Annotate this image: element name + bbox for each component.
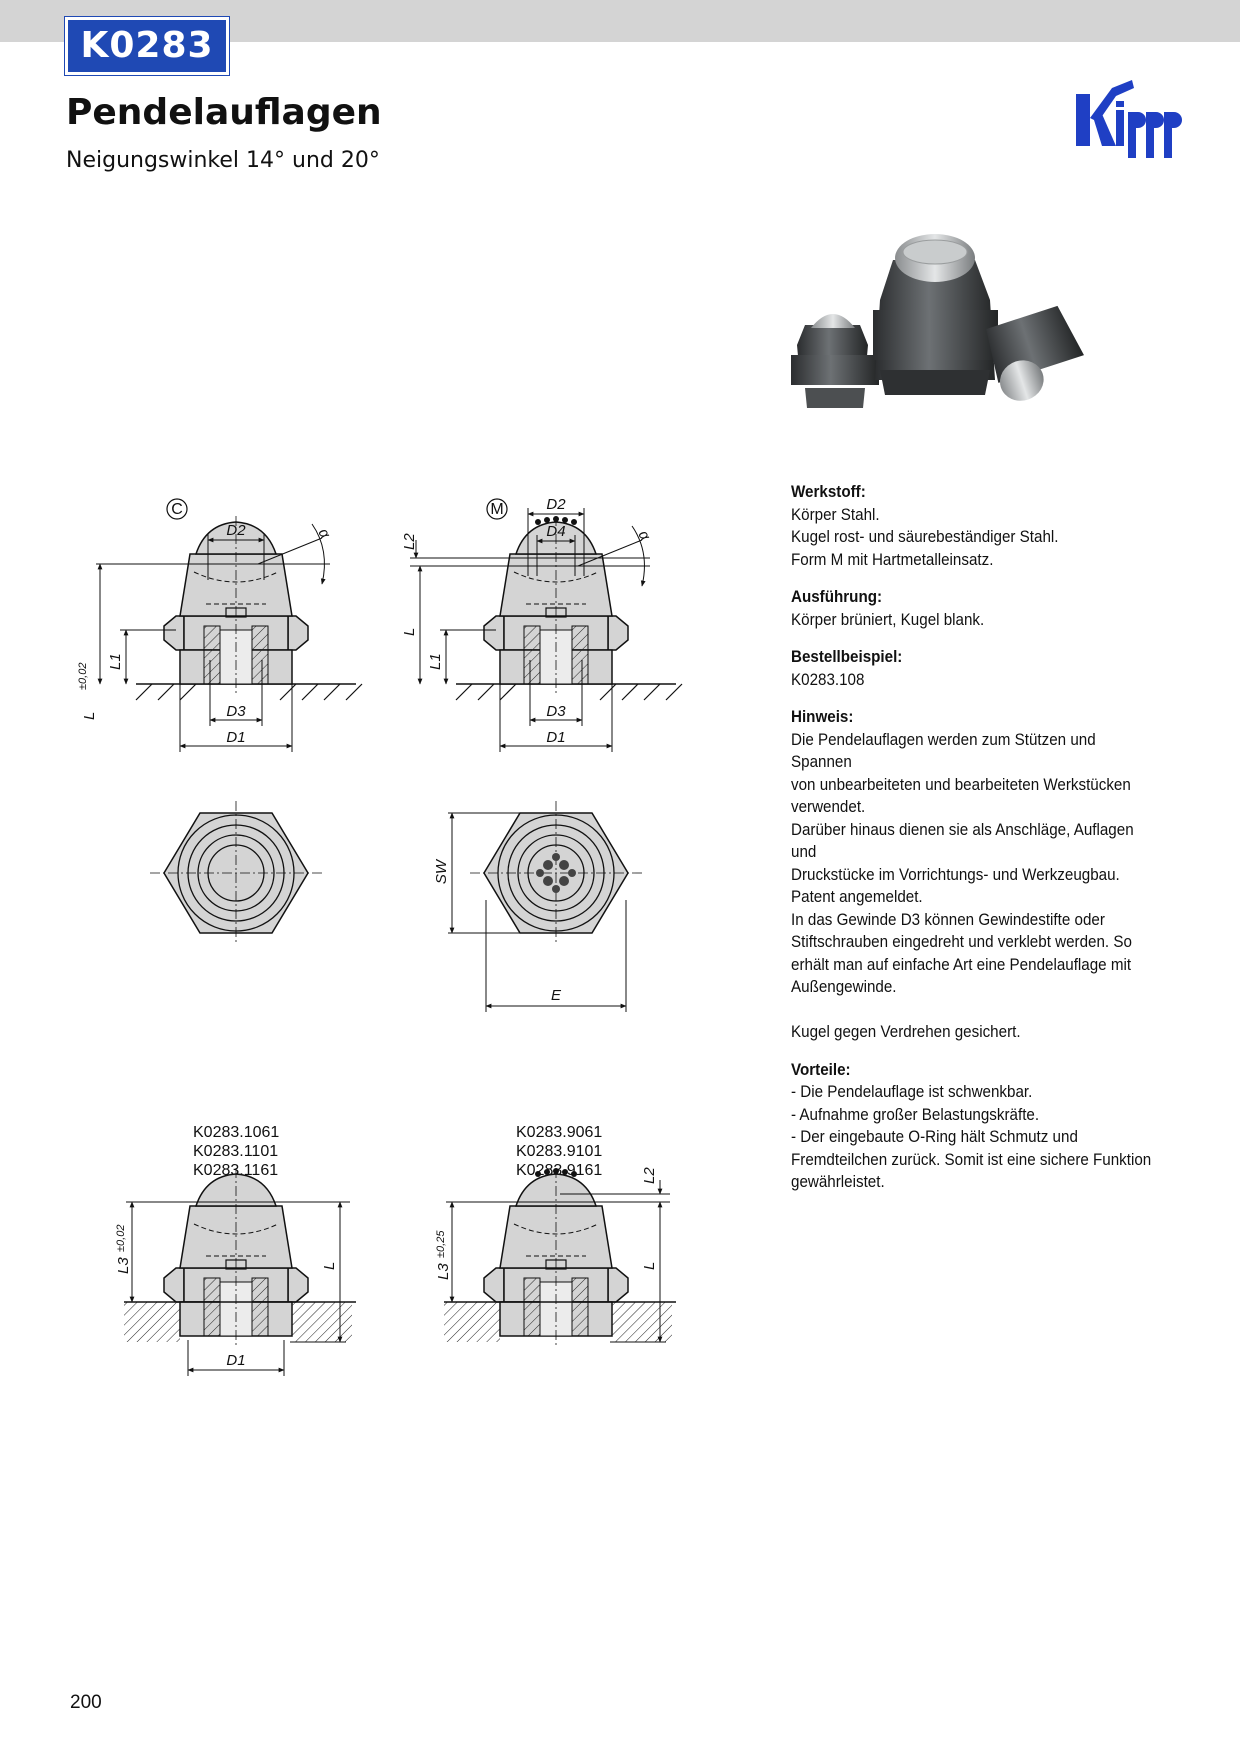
hinweis-line: Patent angemeldet. bbox=[791, 888, 923, 906]
dim-l1-c: L1 bbox=[107, 653, 124, 670]
werkstoff-line: Kugel rost- und säurebeständiger Stahl. bbox=[791, 528, 1059, 546]
top-view-c bbox=[149, 800, 323, 946]
form-c-symbol bbox=[166, 498, 188, 520]
page-subtitle: Neigungswinkel 14° und 20° bbox=[66, 148, 380, 173]
vorteile-line: gewährleistet. bbox=[791, 1173, 885, 1191]
top-view-m bbox=[469, 800, 643, 946]
section-vorteile: Vorteile: - Die Pendelauflage ist schwen… bbox=[791, 1059, 1159, 1194]
dim-l3-c: L3 bbox=[115, 1257, 132, 1274]
vorteile-line: - Die Pendelauflage ist schwenkbar. bbox=[791, 1083, 1033, 1101]
section-werkstoff: Werkstoff: Körper Stahl. Kugel rost- und… bbox=[791, 481, 1159, 571]
dim-l-tol-c: ±0,02 bbox=[77, 663, 89, 690]
dimensions-c bbox=[96, 523, 330, 752]
dim-d1-c: D1 bbox=[226, 729, 245, 746]
vorteile-line: Fremdteilchen zurück. Somit ist eine sic… bbox=[791, 1150, 1152, 1169]
bestellbeispiel-heading: Bestellbeispiel: bbox=[791, 648, 903, 666]
dim-d1-m: D1 bbox=[546, 729, 565, 746]
installed-view-c bbox=[124, 1167, 356, 1347]
dim-e: E bbox=[551, 987, 562, 1004]
dim-l-c: L bbox=[81, 712, 98, 720]
vorteile-heading: Vorteile: bbox=[791, 1060, 851, 1079]
dimensions-installed-c bbox=[126, 1201, 350, 1376]
hinweis-line: Darüber hinaus dienen sie als Anschläge,… bbox=[791, 820, 1134, 862]
dimensions-top-m bbox=[448, 812, 627, 1012]
form-m-symbol bbox=[486, 498, 508, 520]
hinweis-line: Stiftschrauben eingedreht und verklebt w… bbox=[791, 933, 1132, 951]
installed-view-m bbox=[444, 1167, 676, 1347]
dim-l2-installed-m: L2 bbox=[641, 1167, 658, 1184]
dimensions-m bbox=[410, 508, 650, 752]
variant-c-2: K0283.1101 bbox=[193, 1143, 278, 1160]
variant-c-1: K0283.1061 bbox=[193, 1124, 279, 1141]
info-column: Werkstoff: Körper Stahl. Kugel rost- und… bbox=[791, 481, 1159, 1209]
page-title: Pendelauflagen bbox=[66, 92, 382, 133]
product-photo bbox=[791, 234, 1084, 408]
dim-d4-m: D4 bbox=[546, 523, 565, 540]
hinweis-line: Druckstücke im Vorrichtungs- und Werkzeu… bbox=[791, 865, 1120, 884]
variant-m-1: K0283.9061 bbox=[516, 1124, 602, 1141]
ausfuehrung-line: Körper brüniert, Kugel blank. bbox=[791, 610, 985, 629]
hinweis-line: von unbearbeiteten und bearbeiteten Werk… bbox=[791, 775, 1131, 794]
ausfuehrung-heading: Ausführung: bbox=[791, 588, 883, 606]
technical-drawing: C M D2 D3 D1 L ±0,02 L1 α bbox=[77, 496, 683, 1376]
dim-sw: SW bbox=[433, 858, 450, 884]
dim-l-installed-m: L bbox=[641, 1262, 658, 1270]
werkstoff-line: Körper Stahl. bbox=[791, 505, 880, 524]
dim-d2-m: D2 bbox=[546, 496, 566, 513]
werkstoff-line: Form M mit Hartmetalleinsatz. bbox=[791, 550, 994, 569]
variant-m-2: K0283.9101 bbox=[516, 1143, 602, 1160]
dim-l2-m: L2 bbox=[401, 533, 418, 550]
dim-l3-tol-c: ±0,02 bbox=[115, 1225, 127, 1252]
dim-d1-installed-c: D1 bbox=[226, 1352, 245, 1369]
side-view-m bbox=[455, 515, 683, 701]
kipp-logo bbox=[1076, 80, 1182, 158]
hinweis-heading: Hinweis: bbox=[791, 708, 854, 726]
dimensions-installed-m bbox=[446, 1180, 670, 1343]
section-hinweis: Hinweis: Die Pendelauflagen werden zum S… bbox=[791, 706, 1159, 1044]
page-number: 200 bbox=[70, 1692, 102, 1713]
vorteile-line: - Der eingebaute O-Ring hält Schmutz und bbox=[791, 1128, 1078, 1146]
bestellbeispiel-line: K0283.108 bbox=[791, 670, 865, 689]
dim-d2-c: D2 bbox=[226, 522, 246, 539]
dim-l1-m: L1 bbox=[427, 653, 444, 670]
product-code-badge: K0283 bbox=[65, 17, 229, 75]
dim-l-m: L bbox=[401, 628, 418, 636]
hinweis-extra: Kugel gegen Verdrehen gesichert. bbox=[791, 1023, 1021, 1041]
dim-l-installed-c: L bbox=[321, 1262, 338, 1270]
section-bestellbeispiel: Bestellbeispiel: K0283.108 bbox=[791, 646, 1159, 691]
form-m-label: M bbox=[490, 501, 503, 518]
section-ausfuehrung: Ausführung: Körper brüniert, Kugel blank… bbox=[791, 586, 1159, 631]
dim-l3-tol-m: ±0,25 bbox=[435, 1230, 447, 1258]
variant-list-m: K0283.9061 K0283.9101 K0283.9161 bbox=[516, 1124, 602, 1179]
dim-d3-m: D3 bbox=[546, 703, 566, 720]
hinweis-line: Die Pendelauflagen werden zum Stützen un… bbox=[791, 730, 1096, 772]
dim-l3-m: L3 bbox=[435, 1263, 452, 1280]
hinweis-line: In das Gewinde D3 können Gewindestifte o… bbox=[791, 910, 1105, 929]
form-c-label: C bbox=[171, 501, 183, 518]
werkstoff-heading: Werkstoff: bbox=[791, 483, 866, 501]
side-view-c bbox=[135, 515, 363, 701]
hinweis-line: erhält man auf einfache Art eine Pendela… bbox=[791, 955, 1132, 974]
hinweis-line: verwendet. bbox=[791, 798, 866, 816]
dim-d3-c: D3 bbox=[226, 703, 246, 720]
hinweis-line: Außengewinde. bbox=[791, 978, 897, 996]
vorteile-line: - Aufnahme großer Belastungskräfte. bbox=[791, 1105, 1040, 1124]
